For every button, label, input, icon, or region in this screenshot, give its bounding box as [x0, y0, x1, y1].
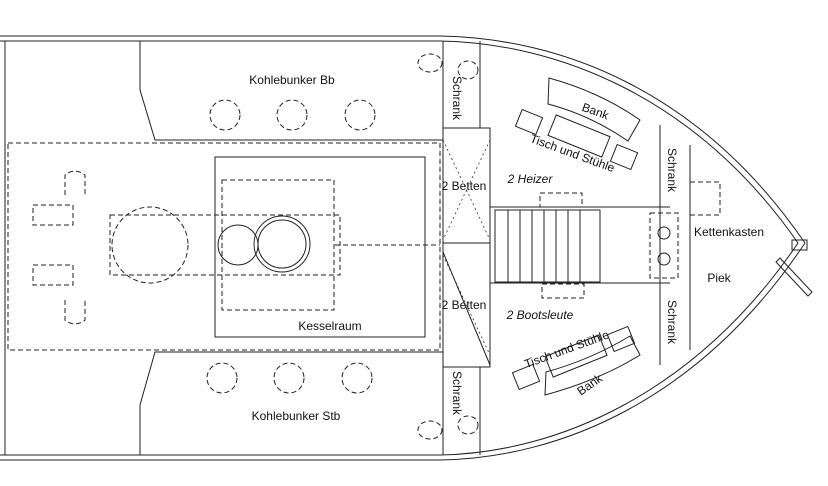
label-peak: Piek: [707, 271, 731, 285]
boiler-room-outline: [214, 156, 426, 338]
label-boiler-room: Kesselraum: [298, 319, 361, 333]
label-table-bottom: Tisch und Stühle: [522, 327, 611, 371]
coal-bunker-port-outline: [139, 41, 443, 141]
boiler-left: [217, 224, 259, 266]
label-coal-bunker-starboard: Kohlebunker Stb: [252, 409, 341, 423]
hull-outline: [0, 35, 813, 461]
furniture-top: [514, 77, 641, 171]
berths: [417, 41, 491, 455]
label-beds-bottom: 2 Betten: [442, 298, 487, 312]
label-locker-bottom: Schrank: [450, 371, 464, 416]
label-stokers: 2 Heizer: [507, 172, 554, 186]
coal-bunker-starboard-outline: [139, 351, 443, 455]
label-bench-top: Bank: [580, 100, 611, 123]
label-chain-locker: Kettenkasten: [694, 225, 764, 239]
label-coal-bunker-port: Kohlebunker Bb: [249, 73, 335, 87]
label-beds-top: 2 Betten: [442, 179, 487, 193]
furniture-bottom: [511, 325, 641, 396]
fore-compartments: [649, 125, 721, 365]
label-locker-top: Schrank: [450, 76, 464, 121]
label-bench-bottom: Bank: [574, 371, 605, 399]
stairs: [490, 192, 670, 299]
label-boatmen: 2 Bootsleute: [506, 308, 574, 322]
label-locker-fore-bottom: Schrank: [665, 300, 679, 345]
coal-hatches: [206, 99, 376, 394]
boiler-right: [253, 215, 311, 273]
label-locker-fore-top: Schrank: [665, 148, 679, 193]
